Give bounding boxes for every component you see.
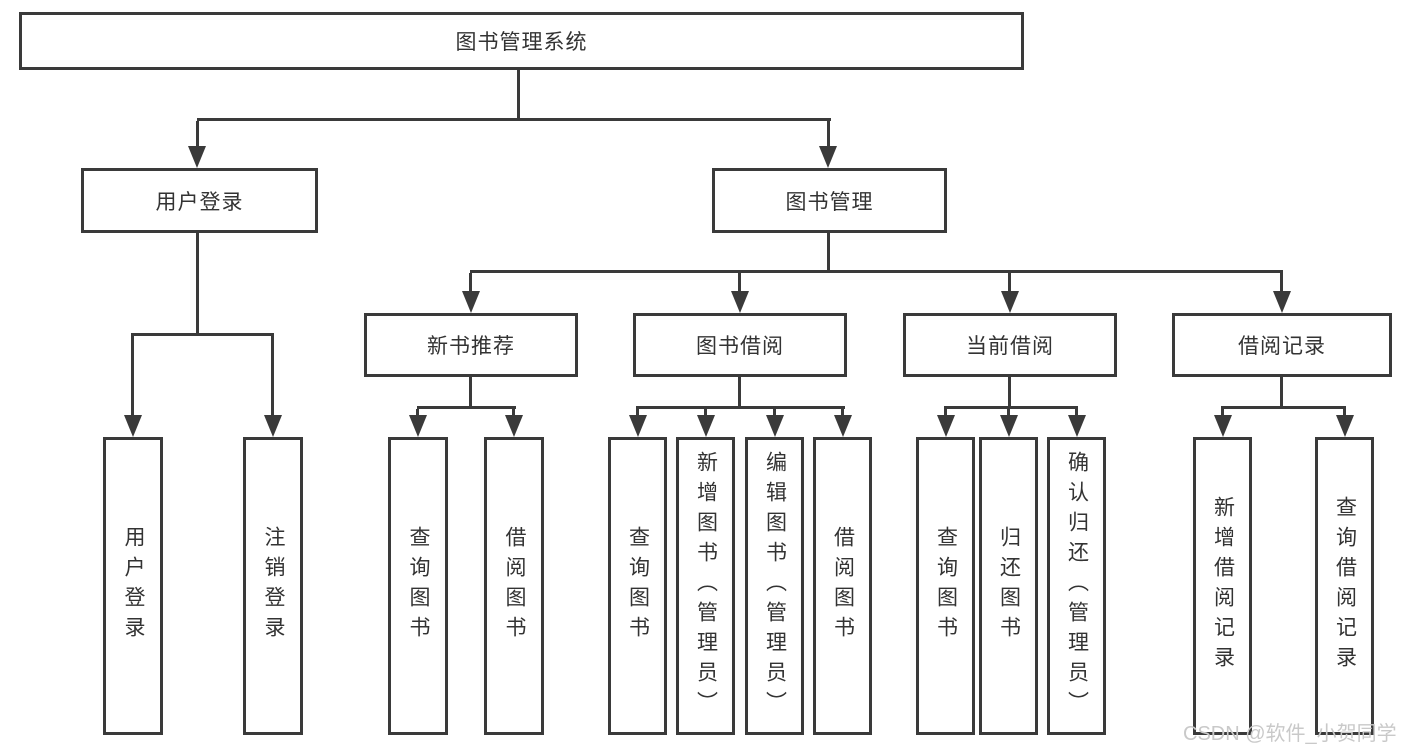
leaf-logout-label: 注销登录: [262, 526, 285, 646]
connector-line: [469, 377, 472, 409]
node-book-borrow-label: 图书借阅: [696, 335, 784, 358]
arrow-down-icon: [124, 415, 142, 437]
arrow-down-icon: [937, 415, 955, 437]
leaf-logout: 注销登录: [243, 437, 303, 735]
leaf-user-login: 用户登录: [103, 437, 163, 735]
leaf-current-query-label: 查询图书: [934, 526, 958, 646]
node-new-book-recommend: 新书推荐: [364, 313, 578, 377]
arrow-down-icon: [819, 146, 837, 168]
leaf-records-query-label: 查询借阅记录: [1333, 496, 1357, 676]
connector-line: [827, 121, 830, 146]
arrow-down-icon: [264, 415, 282, 437]
leaf-newbooks-query: 查询图书: [388, 437, 448, 735]
node-root: 图书管理系统: [19, 12, 1024, 70]
leaf-borrowing-query-label: 查询图书: [626, 526, 650, 646]
connector-line: [704, 409, 707, 415]
leaf-current-confirm-return-label: 确认归还（管理员）: [1065, 451, 1089, 721]
arrow-down-icon: [1068, 415, 1086, 437]
connector-line: [417, 406, 516, 409]
leaf-borrowing-add-label: 新增图书（管理员）: [694, 451, 718, 721]
connector-line: [944, 409, 947, 415]
leaf-newbooks-borrow: 借阅图书: [484, 437, 544, 735]
connector-line: [470, 270, 1283, 273]
connector-line: [841, 409, 844, 415]
arrow-down-icon: [629, 415, 647, 437]
connector-line: [512, 409, 515, 415]
leaf-newbooks-query-label: 查询图书: [407, 526, 430, 646]
node-book-borrow: 图书借阅: [633, 313, 847, 377]
arrow-down-icon: [1273, 291, 1291, 313]
node-user-login: 用户登录: [81, 168, 318, 233]
node-book-management: 图书管理: [712, 168, 947, 233]
node-new-book-recommend-label: 新书推荐: [427, 335, 515, 358]
connector-line: [1075, 409, 1078, 415]
leaf-borrowing-edit: 编辑图书（管理员）: [745, 437, 804, 735]
leaf-current-query: 查询图书: [916, 437, 975, 735]
connector-line: [773, 409, 776, 415]
arrow-down-icon: [1336, 415, 1354, 437]
connector-line: [944, 406, 1078, 409]
connector-line: [197, 118, 831, 121]
arrow-down-icon: [731, 291, 749, 313]
leaf-records-query: 查询借阅记录: [1315, 437, 1374, 735]
arrow-down-icon: [1000, 415, 1018, 437]
connector-line: [131, 336, 134, 415]
connector-line: [1007, 409, 1010, 415]
leaf-user-login-label: 用户登录: [122, 526, 145, 646]
leaf-current-confirm-return: 确认归还（管理员）: [1047, 437, 1106, 735]
node-current-borrow-label: 当前借阅: [966, 335, 1054, 358]
leaf-borrowing-query: 查询图书: [608, 437, 667, 735]
connector-line: [131, 333, 274, 336]
connector-line: [1221, 409, 1224, 415]
connector-line: [827, 233, 830, 273]
connector-line: [469, 273, 472, 291]
leaf-records-add-label: 新增借阅记录: [1211, 496, 1235, 676]
node-book-management-label: 图书管理: [785, 190, 874, 214]
leaf-borrowing-borrow-label: 借阅图书: [831, 526, 855, 646]
connector-line: [1343, 409, 1346, 415]
arrow-down-icon: [188, 146, 206, 168]
arrow-down-icon: [834, 415, 852, 437]
connector-line: [517, 70, 520, 120]
arrow-down-icon: [1001, 291, 1019, 313]
connector-line: [1280, 377, 1283, 409]
connector-line: [1280, 273, 1283, 291]
connector-line: [1008, 377, 1011, 409]
leaf-borrowing-add: 新增图书（管理员）: [676, 437, 735, 735]
node-borrow-records: 借阅记录: [1172, 313, 1392, 377]
arrow-down-icon: [697, 415, 715, 437]
watermark: CSDN @软件_小贺同学: [1183, 723, 1397, 745]
node-current-borrow: 当前借阅: [903, 313, 1117, 377]
connector-line: [196, 233, 199, 336]
arrow-down-icon: [766, 415, 784, 437]
connector-line: [416, 409, 419, 415]
arrow-down-icon: [1214, 415, 1232, 437]
connector-line: [636, 406, 845, 409]
leaf-borrowing-edit-label: 编辑图书（管理员）: [763, 451, 787, 721]
arrow-down-icon: [462, 291, 480, 313]
connector-line: [196, 121, 199, 146]
arrow-down-icon: [505, 415, 523, 437]
arrow-down-icon: [409, 415, 427, 437]
connector-line: [636, 409, 639, 415]
node-user-login-label: 用户登录: [155, 190, 244, 214]
leaf-newbooks-borrow-label: 借阅图书: [503, 526, 526, 646]
leaf-current-return-label: 归还图书: [997, 526, 1021, 646]
node-borrow-records-label: 借阅记录: [1238, 335, 1326, 358]
connector-line: [738, 377, 741, 409]
connector-line: [1008, 273, 1011, 291]
connector-line: [1221, 406, 1346, 409]
leaf-records-add: 新增借阅记录: [1193, 437, 1252, 735]
leaf-current-return: 归还图书: [979, 437, 1038, 735]
connector-line: [271, 336, 274, 415]
connector-line: [738, 273, 741, 291]
leaf-borrowing-borrow: 借阅图书: [813, 437, 872, 735]
node-root-label: 图书管理系统: [455, 31, 588, 54]
